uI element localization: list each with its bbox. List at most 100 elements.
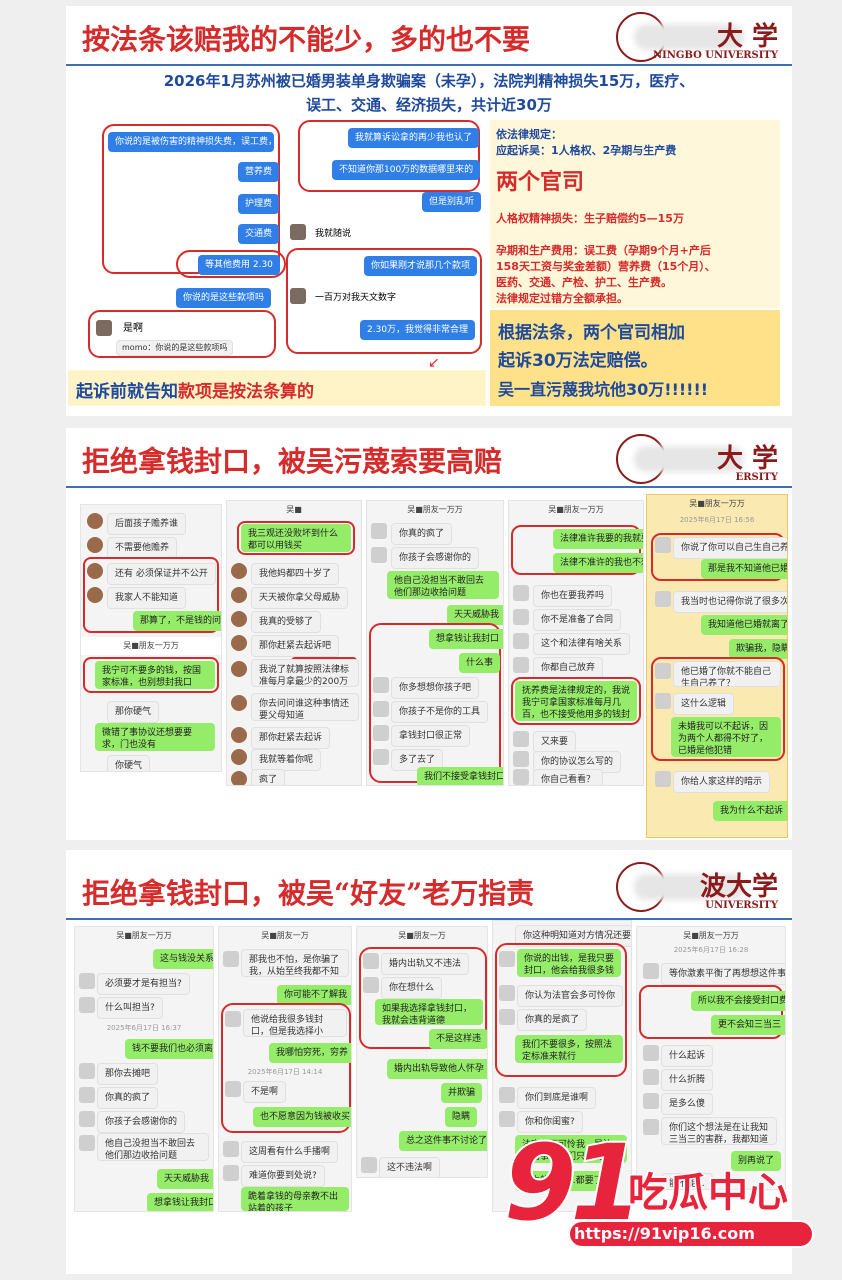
chat-bubble: 你如果刚才说那几个款项 — [364, 256, 478, 276]
chat-bubble: 你多想想你孩子吧 — [391, 677, 480, 699]
chat-bubble: 你也在要我养吗 — [533, 585, 613, 607]
watermark-url: https://91vip16.com — [574, 1224, 755, 1243]
chat-bubble: 你都自己放弃 — [533, 657, 604, 679]
chat-bubble: 那你硬气 — [107, 701, 160, 723]
avatar — [655, 537, 671, 553]
chat-bubble: 那你赶紧去起诉吧 — [251, 635, 340, 657]
avatar — [499, 1009, 515, 1025]
avatar — [79, 1111, 95, 1127]
chat-bubble: 法律不准许的我也不想 — [553, 553, 643, 573]
avatar — [231, 563, 247, 579]
chat-bubble: 天天威胁我 — [447, 605, 503, 625]
chat-bubble: 你自己看看？ — [533, 769, 604, 785]
highlight-box — [221, 1003, 351, 1133]
chat-bubble: 想拿钱让我封口 — [147, 1193, 213, 1211]
avatar — [231, 771, 247, 785]
chat-bubble: 什么叫担当? — [97, 997, 163, 1019]
chat-bubble: 疯了 — [251, 769, 286, 785]
avatar — [79, 1087, 95, 1103]
avatar — [655, 663, 671, 679]
avatar — [361, 1157, 377, 1173]
law-line: 人格权精神损失：生子赔偿约5—15万 — [496, 212, 684, 225]
chat-bubble: 什么折腾 — [661, 1069, 714, 1091]
law-heading: 依法律规定： — [496, 128, 562, 141]
chat-screenshot: 吴■ 我三观还没败坏到什么都可以用钱买 我他妈都四十岁了 天天被你拿父母威胁 我… — [226, 500, 362, 786]
avatar — [513, 609, 529, 625]
chat-bubble: 交通费 — [238, 224, 280, 244]
chat-bubble: 你孩子会感谢你的 — [391, 547, 480, 569]
panel-1: 按法条该赔我的不能少，多的也不要 大 学 NINGBO UNIVERSITY 2… — [66, 6, 792, 416]
watermark-name: 吃瓜中心 — [627, 1169, 790, 1218]
chat-timestamp: 2025年6月17日 16:56 — [679, 516, 755, 524]
chat-bubble: 你去问问谁这种事情还要父母知道 — [251, 693, 359, 721]
law-line: 医药、交通、产检、护工、生产费。 — [496, 276, 672, 289]
chat-header: 吴■朋友一万 — [261, 931, 309, 940]
chat-bubble: 微错了事协议还想要要求，门也没有 — [95, 723, 215, 751]
chat-header: 吴■朋友一万万 — [683, 931, 739, 940]
avatar — [363, 953, 379, 969]
panel-3-header: 拒绝拿钱封口，被吴“好友”老万指责 波大学 UNIVERSITY — [66, 850, 792, 920]
highlight-box — [83, 557, 219, 633]
chat-text: 一百万对我天文数字 — [315, 293, 397, 303]
chat-bubble: 不是这样违 — [429, 1029, 487, 1049]
highlight-box — [298, 120, 480, 192]
note-part-b: 款项是按法条算的 — [178, 382, 314, 402]
chat-text: 我就随说 — [315, 229, 352, 239]
chat-bubble: 钱不要我们也必须离开 — [125, 1039, 213, 1059]
panel-1-subtitle-2: 误工、交通、经济损失，共计近30万 — [306, 96, 552, 114]
chat-bubble: 我为什么不起诉 — [713, 801, 787, 821]
chat-bubble: 你说的出钱，是我只要封口，他会给我很多钱 — [517, 949, 621, 977]
avatar — [643, 1045, 659, 1061]
chat-bubble: 不知道你那100万的数据哪里来的 — [332, 160, 481, 180]
chat-bubble: 这个和法律有啥关系 — [533, 633, 631, 655]
chat-bubble: 能不能... — [661, 1173, 713, 1189]
chat-bubble: 我当时也记得你说了很多次 — [673, 591, 787, 613]
chat-bubble: 你认为法官会多可怜你 — [517, 985, 624, 1007]
chat-bubble: 那是我不知道他已婚 — [701, 559, 787, 579]
avatar — [87, 537, 103, 553]
chat-header: 吴■朋友一万万 — [689, 499, 745, 508]
avatar — [290, 288, 306, 304]
arrow-icon: ↙ — [428, 355, 440, 371]
panel-2-title: 拒绝拿钱封口，被吴污蔑索要高赔 — [82, 445, 503, 478]
chat-bubble: 别再说了 — [731, 1151, 782, 1171]
chat-bubble: 你真的疯了 — [391, 523, 453, 545]
logo-chinese: 大 学 — [716, 22, 778, 52]
chat-bubble: 更不会知三当三 — [711, 1015, 785, 1035]
chat-bubble: 我生的孩子...都要了 — [515, 1171, 610, 1191]
chat-bubble: 我家人不能知道 — [107, 587, 187, 609]
chat-bubble: 天天被你拿父母威胁 — [251, 587, 349, 609]
chat-bubble: 你这种明知道对方情况还要生的 — [515, 925, 631, 947]
panel-1-subtitle-1: 2026年1月苏州被已婚男装单身欺骗案（未孕），法院判精神损失15万，医疗、 — [163, 72, 695, 90]
avatar — [79, 1063, 95, 1079]
university-logo: 波大学 UNIVERSITY — [604, 860, 784, 914]
site-watermark: 91 吃瓜中心 https://91vip16.com — [498, 1126, 828, 1274]
chat-bubble: 跪着拿钱的母亲教不出站着的孩子 — [241, 1187, 349, 1211]
chat-timestamp: 2025年6月17日 14:14 — [247, 1068, 323, 1076]
chat-bubble: 但是别乱听 — [422, 192, 482, 212]
chat-bubble: 我他妈都四十岁了 — [251, 563, 340, 585]
highlight-box — [651, 657, 785, 761]
chat-bubble: 你和你闺蜜? — [517, 1111, 583, 1133]
chat-bubble: 我真的受够了 — [251, 611, 322, 633]
chat-bubble: 你硬气 — [107, 755, 151, 771]
chat-bubble: 你真的疯了 — [97, 1087, 159, 1109]
summary-panel: 根据法条，两个官司相加 起诉30万法定赔偿。 吴一直污蔑我坑他30万!!!!!! — [490, 310, 780, 406]
avatar — [79, 997, 95, 1013]
chat-bubble: 这周看有什么手播啊 — [241, 1141, 339, 1163]
chat-bubble: 我就等着你呢 — [251, 749, 322, 771]
chat-bubble: 这与钱没关系 — [153, 949, 213, 969]
highlight-box — [495, 943, 627, 1077]
avatar — [79, 1135, 95, 1151]
highlight-box — [286, 248, 482, 354]
chat-bubble: 你们这个想法是在让我知三当三的害群，我都知道 — [661, 1117, 777, 1145]
law-subheading: 应起诉吴：1人格权、2孕期与生产费 — [496, 144, 677, 157]
summary-line: 吴一直污蔑我坑他30万!!!!!! — [498, 380, 709, 399]
chat-bubble: 这什么逻辑 — [673, 693, 735, 715]
chat-bubble: 抚养费是法律规定的，我说我宁可拿国家标准每月几百，也不接受他用多的钱封口 — [515, 681, 637, 721]
chat-screenshot: 你这种明知道对方情况还要生的 你说的出钱，是我只要封口，他会给我很多钱 你认为法… — [492, 920, 632, 1212]
chat-bubble: 总之这件事不讨论了 — [399, 1131, 487, 1151]
chat-header: 吴■朋友一万 — [398, 931, 446, 940]
highlight-box — [639, 985, 783, 1039]
panel-3: 拒绝拿钱封口，被吴“好友”老万指责 波大学 UNIVERSITY 吴■朋友一万万… — [66, 850, 792, 1274]
